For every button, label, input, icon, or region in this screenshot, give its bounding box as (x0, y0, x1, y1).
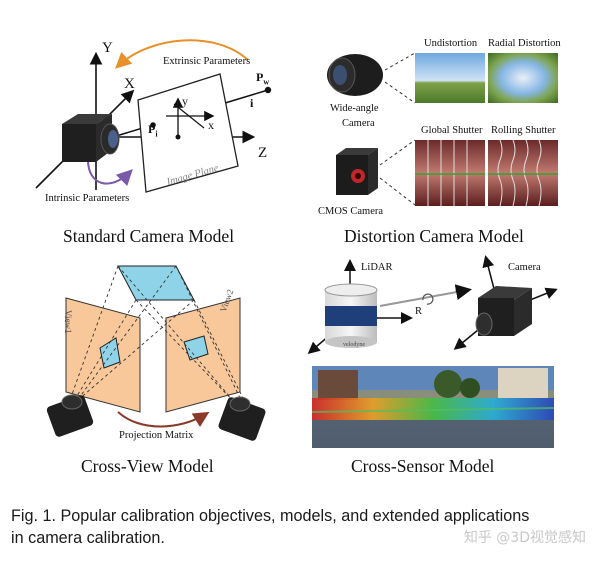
wide-angle-label: Wide-angle (330, 103, 379, 114)
radial-distortion-label: Radial Distortion (488, 38, 561, 49)
axis-y-label: Y (102, 40, 113, 56)
distortion-camera-title: Distortion Camera Model (344, 226, 524, 246)
cross-view-panel (46, 265, 266, 441)
camera-icon (475, 286, 532, 336)
wide-angle-lens-icon (327, 54, 383, 96)
distortion-camera-panel (327, 52, 558, 207)
camera-icon (218, 396, 266, 441)
cross-sensor-title: Cross-Sensor Model (351, 456, 495, 476)
lidar-label: LiDAR (361, 262, 393, 273)
cmos-camera-icon (336, 148, 378, 195)
lidar-projection-image (311, 366, 555, 448)
axis-z-label: Z (258, 145, 268, 161)
pi-label: Pi (148, 122, 158, 138)
figure-caption-line1: Fig. 1. Popular calibration objectives, … (11, 507, 530, 525)
watermark: 知乎 @3D视觉感知 (463, 530, 586, 546)
i-label: i (250, 96, 254, 110)
camera-icon (62, 114, 120, 162)
t-label: t (455, 284, 458, 295)
rolling-shutter-image (488, 139, 558, 207)
rolling-shutter-label: Rolling Shutter (491, 125, 556, 136)
standard-camera-title: Standard Camera Model (63, 226, 235, 246)
standard-camera-panel (35, 39, 272, 193)
pw-base: P (256, 70, 264, 84)
small-x-label: x (208, 118, 214, 132)
global-shutter-label: Global Shutter (421, 125, 483, 136)
undistortion-label: Undistortion (424, 38, 478, 49)
intrinsic-label: Intrinsic Parameters (45, 193, 130, 204)
cmos-camera-label: CMOS Camera (318, 206, 384, 217)
radial-distortion-image (488, 53, 558, 103)
camera-icon (46, 394, 94, 437)
wide-angle-label-2: Camera (342, 118, 375, 129)
camera-label: Camera (508, 262, 541, 273)
cross-sensor-panel (307, 255, 558, 448)
undistortion-image (415, 53, 485, 103)
axis-x-label: X (124, 76, 135, 92)
projection-matrix-label: Projection Matrix (119, 430, 194, 441)
extrinsic-label: Extrinsic Parameters (163, 56, 251, 67)
pi-base: P (148, 122, 156, 136)
velodyne-logo: velodyne (343, 342, 365, 348)
r-label: R (415, 306, 423, 317)
pw-sub: w (263, 77, 270, 87)
lidar-icon (324, 283, 378, 348)
view1-label: View1 (63, 310, 73, 334)
pw-label: Pw (256, 70, 269, 86)
figure-caption-line2: in camera calibration. (11, 529, 165, 547)
global-shutter-image (415, 140, 485, 206)
pi-sub: i (155, 129, 158, 139)
cross-view-title: Cross-View Model (81, 456, 214, 476)
small-y-label: y (182, 94, 188, 108)
